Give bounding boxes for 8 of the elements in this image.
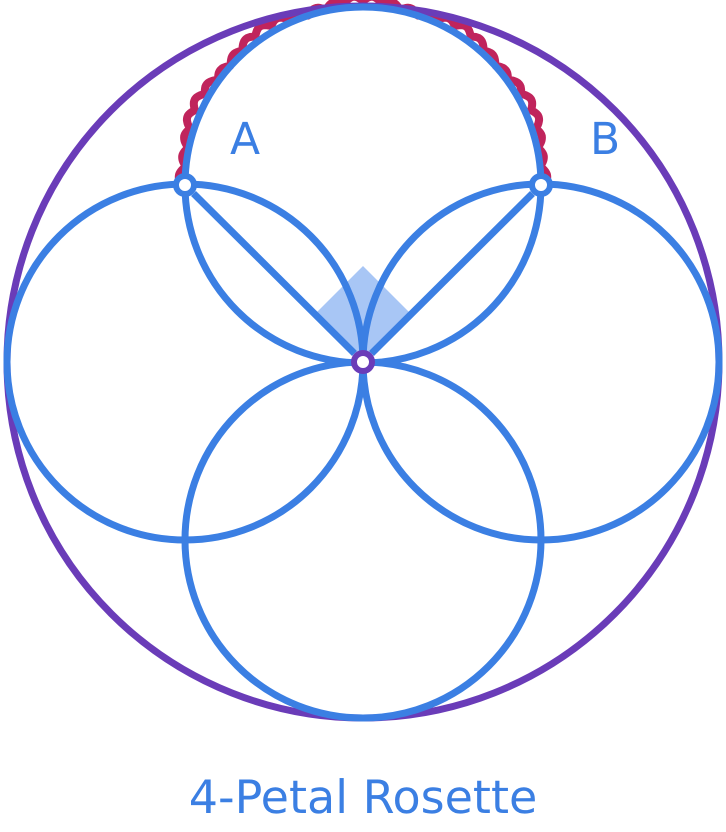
point-marker — [529, 173, 553, 197]
point-label: A — [230, 118, 260, 162]
point-marker — [173, 173, 197, 197]
line-segment — [191, 190, 357, 356]
point-marker — [351, 350, 375, 374]
point-label: B — [590, 118, 620, 162]
line-segment — [369, 190, 535, 356]
caption: 4-Petal Rosette — [188, 772, 538, 823]
